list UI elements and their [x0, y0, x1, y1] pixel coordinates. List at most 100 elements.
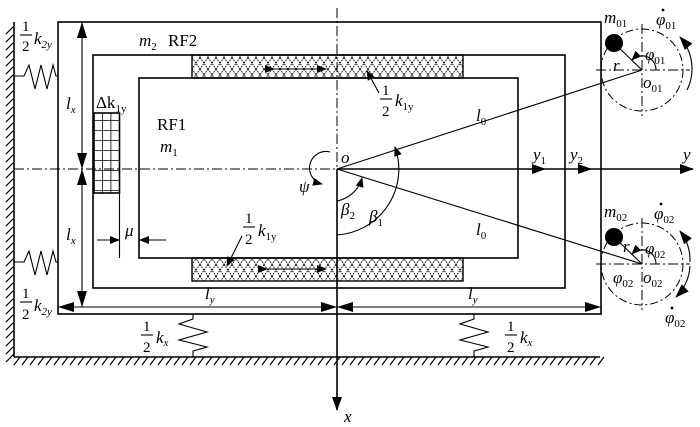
label-phi02-lower: φ02 — [613, 268, 633, 290]
ground-hatch-mark — [421, 356, 429, 366]
ground-hatch-mark — [493, 356, 501, 366]
svg-text:k1y: k1y — [395, 91, 414, 113]
wall-hatch-mark — [5, 337, 15, 347]
ground-hatch-mark — [237, 356, 245, 366]
ground-hatch-mark — [277, 356, 285, 366]
svg-text:kx: kx — [156, 328, 169, 349]
ground-hatch-mark — [549, 356, 557, 366]
ground-hatch-mark — [157, 356, 165, 366]
wall-hatch-mark — [5, 257, 15, 267]
fixed-wall — [5, 22, 15, 363]
l0-line-bottom — [336, 168, 643, 265]
ground-hatch-mark — [429, 356, 437, 366]
wall-hatch-mark — [5, 49, 15, 59]
phi02-dot-arrow-down — [675, 265, 691, 298]
wall-hatch-mark — [5, 177, 15, 187]
wall-hatch-mark — [5, 281, 15, 291]
ground-hatch-mark — [261, 356, 269, 366]
ly-arrow-right — [585, 302, 601, 312]
beta2-arc — [336, 177, 364, 202]
wall-hatch-mark — [5, 73, 15, 83]
label-m2: m2 — [139, 31, 157, 53]
outer-frame-m2 — [57, 21, 602, 315]
wall-hatch-mark — [5, 105, 15, 115]
ground-hatch-mark — [13, 356, 21, 366]
label-o02: o02 — [643, 268, 663, 290]
psi-rotation-arrow — [308, 150, 331, 186]
ground-hatch-mark — [509, 356, 517, 366]
eccentric-rotor-1 — [596, 24, 693, 116]
svg-text:2: 2 — [143, 340, 151, 356]
ly-arrow-left — [58, 302, 74, 312]
ground-hatch-mark — [533, 356, 541, 366]
wall-hatch-mark — [5, 185, 15, 195]
wall-hatch-mark — [5, 193, 15, 203]
ground-hatch-mark — [197, 356, 205, 366]
ground-hatch-mark — [93, 356, 101, 366]
label-r-rotor2: r — [623, 237, 630, 256]
label-beta1: β1 — [368, 207, 383, 229]
wall-hatch-mark — [5, 225, 15, 235]
y2-arrow — [578, 164, 592, 174]
phi01-dot-arrow — [679, 36, 693, 91]
ground-hatch-mark — [269, 356, 277, 366]
label-phi01: φ01 — [645, 45, 665, 67]
lx-arrow-top — [77, 22, 87, 38]
svg-text:2: 2 — [507, 340, 515, 356]
ground-hatch-mark — [77, 356, 85, 366]
beta1-arc — [336, 146, 402, 236]
wall-hatch-mark — [5, 217, 15, 227]
ground-hatch-mark — [85, 356, 93, 366]
mass-m01 — [605, 34, 623, 52]
middle-frame — [92, 54, 566, 289]
ground-hatch-mark — [317, 356, 325, 366]
label-half-k1y-bottom: 1 2 k1y — [226, 211, 277, 267]
ground-hatch-mark — [573, 356, 581, 366]
lx-arrow-mid-down — [77, 169, 87, 185]
label-l0-bottom: l0 — [476, 220, 487, 242]
svg-text:1: 1 — [245, 211, 253, 227]
label-half-k2y-top: 1 2 k2y — [20, 19, 52, 55]
label-m1: m1 — [160, 137, 178, 159]
l0-line-top — [336, 69, 643, 170]
label-r-rotor1: r — [613, 56, 620, 75]
wall-hatch-mark — [5, 169, 15, 179]
ground-hatch-mark — [165, 356, 173, 366]
wall-hatch-mark — [5, 33, 15, 43]
wall-hatch-mark — [5, 81, 15, 91]
wall-hatch-mark — [5, 145, 15, 155]
label-phi01-dot: φ01 — [656, 10, 676, 32]
inner-frame-m1 — [138, 77, 519, 259]
wall-hatch-mark — [5, 65, 15, 75]
label-m01: m01 — [604, 8, 627, 30]
ground-hatch-mark — [213, 356, 221, 366]
svg-text:1: 1 — [22, 286, 30, 302]
ground-hatch-mark — [597, 356, 605, 366]
eccentric-rotor-2 — [596, 218, 692, 310]
ground-hatch-mark — [461, 356, 469, 366]
label-lx-bottom: lx — [66, 225, 76, 247]
wall-hatch-mark — [5, 161, 15, 171]
ground-hatch-mark — [253, 356, 261, 366]
svg-text:1: 1 — [507, 319, 515, 335]
svg-text:1: 1 — [143, 319, 151, 335]
wall-hatch-mark — [5, 57, 15, 67]
label-half-k2y-bottom: 1 2 k2y — [20, 286, 52, 323]
svg-text:2: 2 — [22, 39, 30, 55]
ground-hatch-mark — [341, 356, 349, 366]
phi02-dot-mark-top — [659, 202, 663, 206]
label-o01: o01 — [643, 73, 663, 95]
wall-hatch-mark — [5, 273, 15, 283]
wall-hatch-mark — [5, 137, 15, 147]
spring-k2y-bottom — [14, 248, 58, 276]
ground-hatch-mark — [37, 356, 45, 366]
label-half-kx-right: 1 2 kx — [505, 319, 533, 356]
ground-hatch-mark — [397, 356, 405, 366]
label-phi02-dot-top: φ02 — [654, 204, 674, 226]
spring-k2y-top — [14, 62, 58, 90]
wall-hatch-mark — [5, 113, 15, 123]
svg-text:2: 2 — [382, 104, 390, 120]
ground-hatch-mark — [109, 356, 117, 366]
ground-hatch-mark — [453, 356, 461, 366]
